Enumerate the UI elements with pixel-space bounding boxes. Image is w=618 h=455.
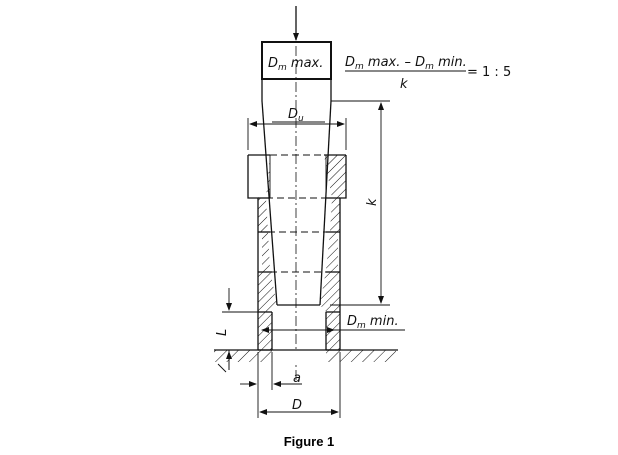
label-a: a [293,371,301,386]
label-d: D [292,398,302,413]
label-dm-max: Dm max. [268,56,323,73]
mandrel-left-edge [261,100,278,306]
figure-caption: Figure 1 [283,434,335,449]
left-ring-wall [248,155,277,350]
dim-l [217,288,258,373]
formula-ratio: Dm max. – Dm min. k = 1 : 5 [345,55,511,92]
base-plate [214,349,398,362]
dim-a [240,352,302,418]
formula-denominator: k [400,77,408,92]
tapered-mandrel [261,41,332,306]
dim-du [247,118,347,150]
mandrel-head [261,41,332,80]
label-k: k [365,198,380,206]
label-dm-min: Dm min. [347,314,399,331]
ring-stack [247,154,347,351]
label-du: Du [288,107,304,124]
right-ring-wall [320,155,346,350]
dim-k [330,100,390,306]
dim-d [259,352,341,418]
formula-value: = 1 : 5 [467,65,511,80]
label-l: L [215,329,230,336]
mandrel-right-edge [319,100,332,306]
formula-numerator: Dm max. – Dm min. [345,55,467,72]
